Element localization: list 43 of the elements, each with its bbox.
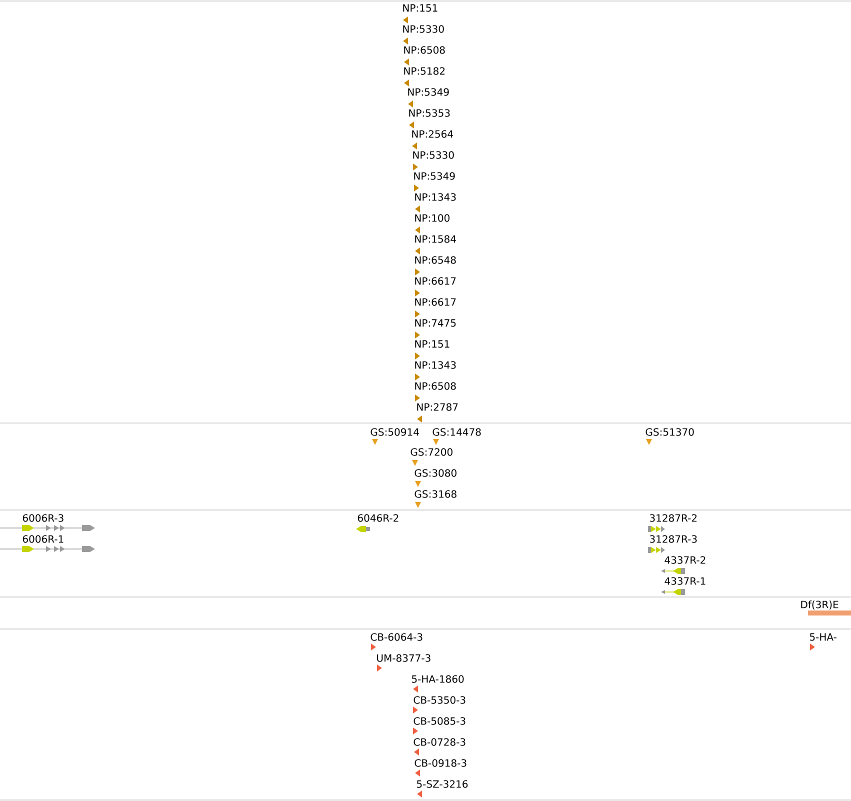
feature-label: NP:151 xyxy=(403,4,438,12)
feature-label: NP:6508 xyxy=(415,382,456,390)
feature-label: NP:5182 xyxy=(404,67,445,75)
feature-label: GS:14478 xyxy=(432,428,481,436)
feature-label: GS:51370 xyxy=(646,428,694,436)
feature-label: NP:5330 xyxy=(403,25,444,33)
feature-label: 5-HA-1860 xyxy=(412,675,464,683)
feature-label: NP:1343 xyxy=(415,361,456,369)
feature-label: 6046R-2 xyxy=(358,514,398,522)
feature-label: 6006R-3 xyxy=(22,514,64,522)
feature-label: Df(3R)E xyxy=(801,600,838,610)
feature-label: 4337R-1 xyxy=(664,577,706,585)
feature-label: NP:1343 xyxy=(415,193,456,201)
feature-label: NP:5349 xyxy=(408,88,449,96)
feature-label: NP:100 xyxy=(415,214,450,222)
feature-label: CB-0728-3 xyxy=(414,738,466,746)
feature-label: NP:5349 xyxy=(414,172,455,180)
feature-label: CB-5085-3 xyxy=(414,717,466,725)
feature-label: CB-0918-3 xyxy=(414,759,466,767)
feature-label: NP:2564 xyxy=(412,130,453,138)
feature-label: CB-6064-3 xyxy=(370,633,422,641)
feature-label: NP:6548 xyxy=(415,256,456,264)
feature-label: 31287R-2 xyxy=(650,514,697,522)
feature-label: NP:151 xyxy=(415,340,450,348)
feature-label: NP:2787 xyxy=(417,403,458,411)
feature-label: UM-8377-3 xyxy=(377,654,430,662)
feature-label: GS:7200 xyxy=(410,448,452,456)
feature-label: GS:3168 xyxy=(414,490,456,498)
feature-label: 6006R-1 xyxy=(22,535,64,543)
feature-label: NP:5330 xyxy=(413,151,454,159)
feature-label: NP:1584 xyxy=(415,235,456,243)
feature-label: NP:6617 xyxy=(415,298,456,306)
feature-label: 31287R-3 xyxy=(650,535,697,543)
feature-label: CB-5350-3 xyxy=(414,696,466,704)
feature-label: NP:6617 xyxy=(415,277,456,285)
feature-label: GS:50914 xyxy=(370,428,419,436)
feature-label: 4337R-2 xyxy=(664,556,706,564)
feature-label: NP:7475 xyxy=(415,319,456,327)
feature-label: 5-HA- xyxy=(810,633,836,641)
feature-label: NP:5353 xyxy=(409,109,450,117)
feature-label: GS:3080 xyxy=(414,469,456,477)
feature-label: NP:6508 xyxy=(404,46,445,54)
feature-label: 5-SZ-3216 xyxy=(416,780,468,788)
